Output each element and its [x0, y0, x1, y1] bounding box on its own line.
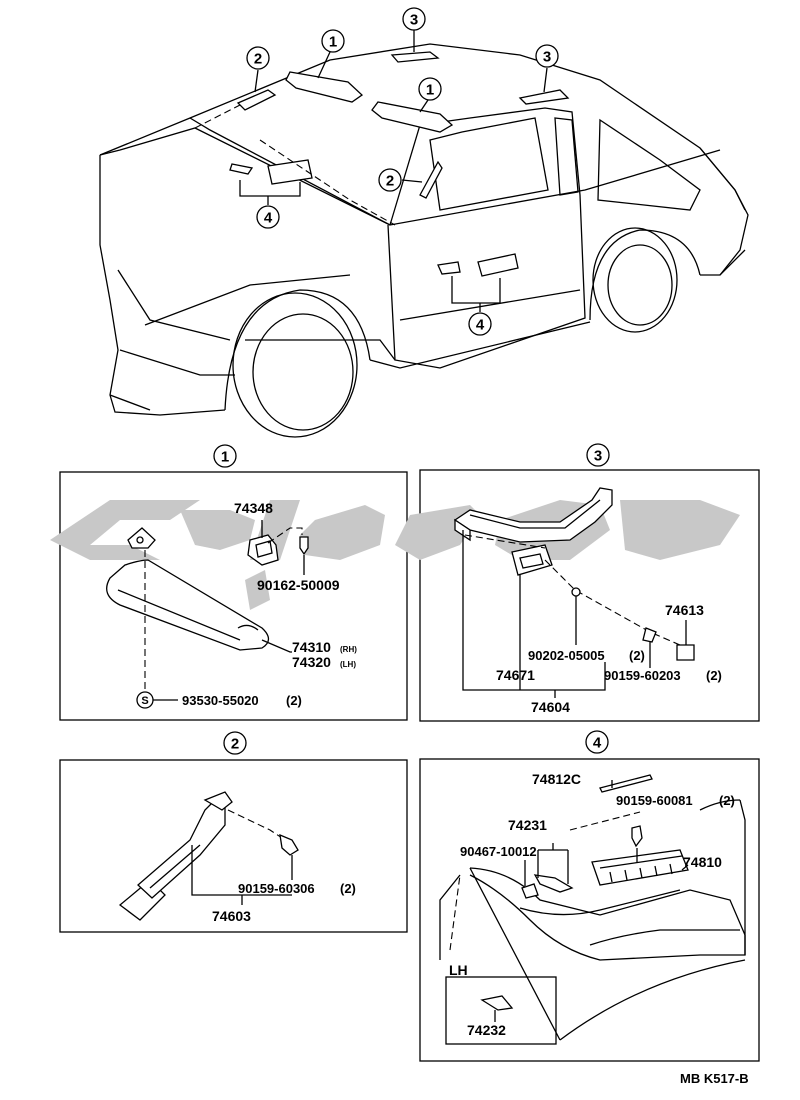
car-callout-4b: 4	[468, 312, 492, 336]
car-handle-door	[437, 261, 461, 275]
panel4-callout: 4	[585, 730, 609, 754]
panel1-content: S 74348 90162-50009 74310 (RH) 74320 (LH…	[106, 500, 357, 709]
panel2-box	[59, 759, 408, 933]
grip-cover	[511, 544, 553, 576]
label-74812C: 74812C	[532, 771, 581, 787]
car-pocket-door	[477, 253, 519, 277]
label-74671: 74671	[496, 667, 535, 683]
label-90159-60306-qty: (2)	[340, 881, 356, 896]
label-74603: 74603	[212, 908, 251, 924]
svg-text:3: 3	[410, 12, 418, 29]
svg-text:4: 4	[264, 210, 273, 227]
grip-washer	[571, 587, 581, 597]
svg-text:2: 2	[386, 173, 394, 190]
panel1-box	[59, 471, 408, 721]
lh-inset-box	[445, 976, 557, 1045]
trim-strip	[599, 774, 653, 793]
car-callout-3a: 3	[402, 7, 426, 31]
car-overview: 1 1 2 2 3 3 4 4	[99, 7, 749, 438]
label-90159-60081: 90159-60081	[616, 793, 693, 808]
pocket-screw	[631, 825, 643, 848]
label-90159-60081-qty: (2)	[719, 793, 735, 808]
label-93530-qty: (2)	[286, 693, 302, 708]
visor-screw	[299, 536, 309, 556]
panel3-content: 74613 90202-05005 (2) 74671 90159-60203 …	[453, 487, 722, 715]
svg-text:3: 3	[594, 448, 602, 465]
panel3-box	[419, 469, 760, 722]
diagram-code: MB K517-B	[680, 1071, 749, 1086]
car-callout-2b: 2	[378, 168, 402, 192]
label-74231: 74231	[508, 817, 547, 833]
panel2-callout: 2	[223, 731, 247, 755]
svg-text:3: 3	[543, 49, 551, 66]
car-grip-rear	[518, 89, 570, 105]
label-90159-60306: 90159-60306	[238, 881, 315, 896]
svg-text:2: 2	[231, 736, 239, 753]
car-callout-3b: 3	[535, 44, 559, 68]
handle-clip	[521, 883, 539, 899]
car-grip-front	[236, 89, 277, 111]
car-callout-2a: 2	[246, 46, 270, 70]
svg-text:S: S	[141, 695, 148, 707]
label-74810: 74810	[683, 854, 722, 870]
label-74310: 74310	[292, 639, 331, 655]
grip-clip	[676, 644, 695, 661]
car-sunvisor-left	[285, 71, 364, 103]
car-sunvisor-right	[371, 101, 454, 133]
panel3-callout: 3	[586, 443, 610, 467]
car-callout-1b: 1	[418, 77, 442, 101]
label-74348: 74348	[234, 500, 273, 516]
car-pocket-front	[267, 159, 313, 185]
label-90202-05005: 90202-05005	[528, 648, 605, 663]
svg-text:4: 4	[476, 317, 485, 334]
visor-hinge-screw	[136, 536, 144, 544]
label-lh: LH	[449, 962, 468, 978]
svg-text:1: 1	[426, 82, 434, 99]
grip-screw	[642, 627, 657, 643]
label-93530-55020: 93530-55020	[182, 693, 259, 708]
car-handle-front	[229, 163, 254, 175]
label-74613: 74613	[665, 602, 704, 618]
grip-handle	[137, 799, 226, 899]
label-rh: (RH)	[340, 645, 357, 654]
sun-visor	[106, 559, 270, 651]
panel1-callout: 1	[213, 444, 237, 468]
panel4-box	[419, 758, 760, 1062]
panel2-content: 90159-60306 (2) 74603	[118, 791, 356, 924]
label-90162-50009: 90162-50009	[257, 577, 340, 593]
svg-text:2: 2	[254, 51, 262, 68]
label-90202-qty: (2)	[629, 648, 645, 663]
svg-text:1: 1	[329, 34, 337, 51]
label-90159-60203-qty: (2)	[706, 668, 722, 683]
car-grip-pillar	[419, 160, 443, 199]
car-callout-4a: 4	[256, 205, 280, 229]
label-74604: 74604	[531, 699, 570, 715]
panel4-content: 74812C 90159-60081 (2) 74231 90467-10012…	[439, 771, 746, 1045]
car-grip-roof	[390, 51, 440, 63]
label-90159-60203: 90159-60203	[604, 668, 681, 683]
svg-text:4: 4	[593, 735, 602, 752]
label-74232: 74232	[467, 1022, 506, 1038]
car-callout-1a: 1	[321, 29, 345, 53]
svg-text:1: 1	[221, 449, 229, 466]
door-handle	[533, 874, 574, 893]
assist-grip	[453, 487, 613, 543]
lh-handle	[480, 995, 514, 1011]
label-lh: (LH)	[340, 660, 356, 669]
label-90467-10012: 90467-10012	[460, 844, 537, 859]
grip-bolt	[279, 833, 299, 856]
label-74320: 74320	[292, 654, 331, 670]
